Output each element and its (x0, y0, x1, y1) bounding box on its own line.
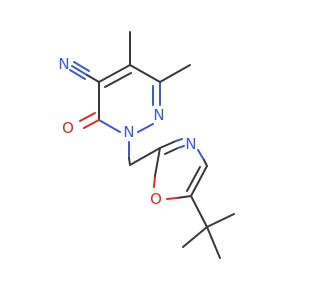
atom-labels: N O N N N O (58, 55, 196, 208)
atom-label-ring-n2: N (123, 123, 134, 141)
oxazole-bond-c2-n3-n (175, 138, 183, 142)
carbonyl-group (79, 112, 100, 129)
methyl-bond-c6 (159, 64, 191, 83)
nitrile-c-to-ring-bond (86, 74, 100, 83)
ring-bond-c4-c5 (98, 64, 131, 83)
ring-bond-c4-c5-double (104, 72, 132, 88)
oxazole-bond-c5-o1-o (166, 197, 178, 200)
nitrile-triple-bond-a (71, 65, 88, 76)
atom-label-carbonyl-o: O (62, 119, 74, 137)
oxazole-bond-o1-c2-c (154, 147, 161, 177)
oxazole-ring (153, 138, 208, 200)
linker-bond-ch2-upper (128, 157, 131, 166)
ring-bond-n2-c3 (98, 119, 121, 133)
oxazole-bond-c2-n3-double-n (177, 145, 185, 149)
oxazole-bond-o1-c2 (153, 175, 156, 188)
pyridazinone-ring (98, 64, 161, 133)
atom-label-oxazole-o: O (150, 190, 162, 208)
molecule-structure: N O N N N O (58, 31, 235, 259)
oxazole-bond-n3-c4-c (203, 159, 208, 167)
oxazole-bond-n3-c4 (197, 149, 205, 161)
tbutyl-bond-ring (190, 195, 208, 228)
nitrile-triple-bond-c (73, 61, 90, 72)
oxazole-bond-c2-n3-double (164, 147, 179, 155)
atom-label-nitrile-n: N (58, 55, 69, 73)
oxazole-bond-c4-c5-double (186, 166, 201, 192)
nitrile-group (69, 61, 100, 83)
ring-bond-n1-n2 (137, 123, 154, 133)
tert-butyl-group (182, 195, 235, 259)
tbutyl-bond-methyl-down (206, 226, 221, 259)
oxazole-bond-c4-c5 (190, 165, 208, 197)
atom-label-oxazole-n: N (185, 135, 196, 153)
tbutyl-bond-methyl-right (206, 213, 235, 228)
methyl-groups (129, 31, 191, 83)
nitrile-triple-bond-b (69, 69, 86, 80)
oxazole-bond-c5-o1 (176, 195, 192, 199)
oxazole-bond-c2-n3 (159, 140, 177, 149)
carbonyl-double-bond-a (83, 119, 100, 129)
atom-label-ring-n1: N (153, 106, 164, 124)
ring-bond-c5-c6 (129, 64, 161, 83)
methylene-linker (128, 141, 161, 166)
tbutyl-bond-methyl-left (182, 226, 208, 248)
linker-bond-ch2-oxazole (129, 147, 161, 166)
carbonyl-double-bond-b (79, 112, 96, 122)
